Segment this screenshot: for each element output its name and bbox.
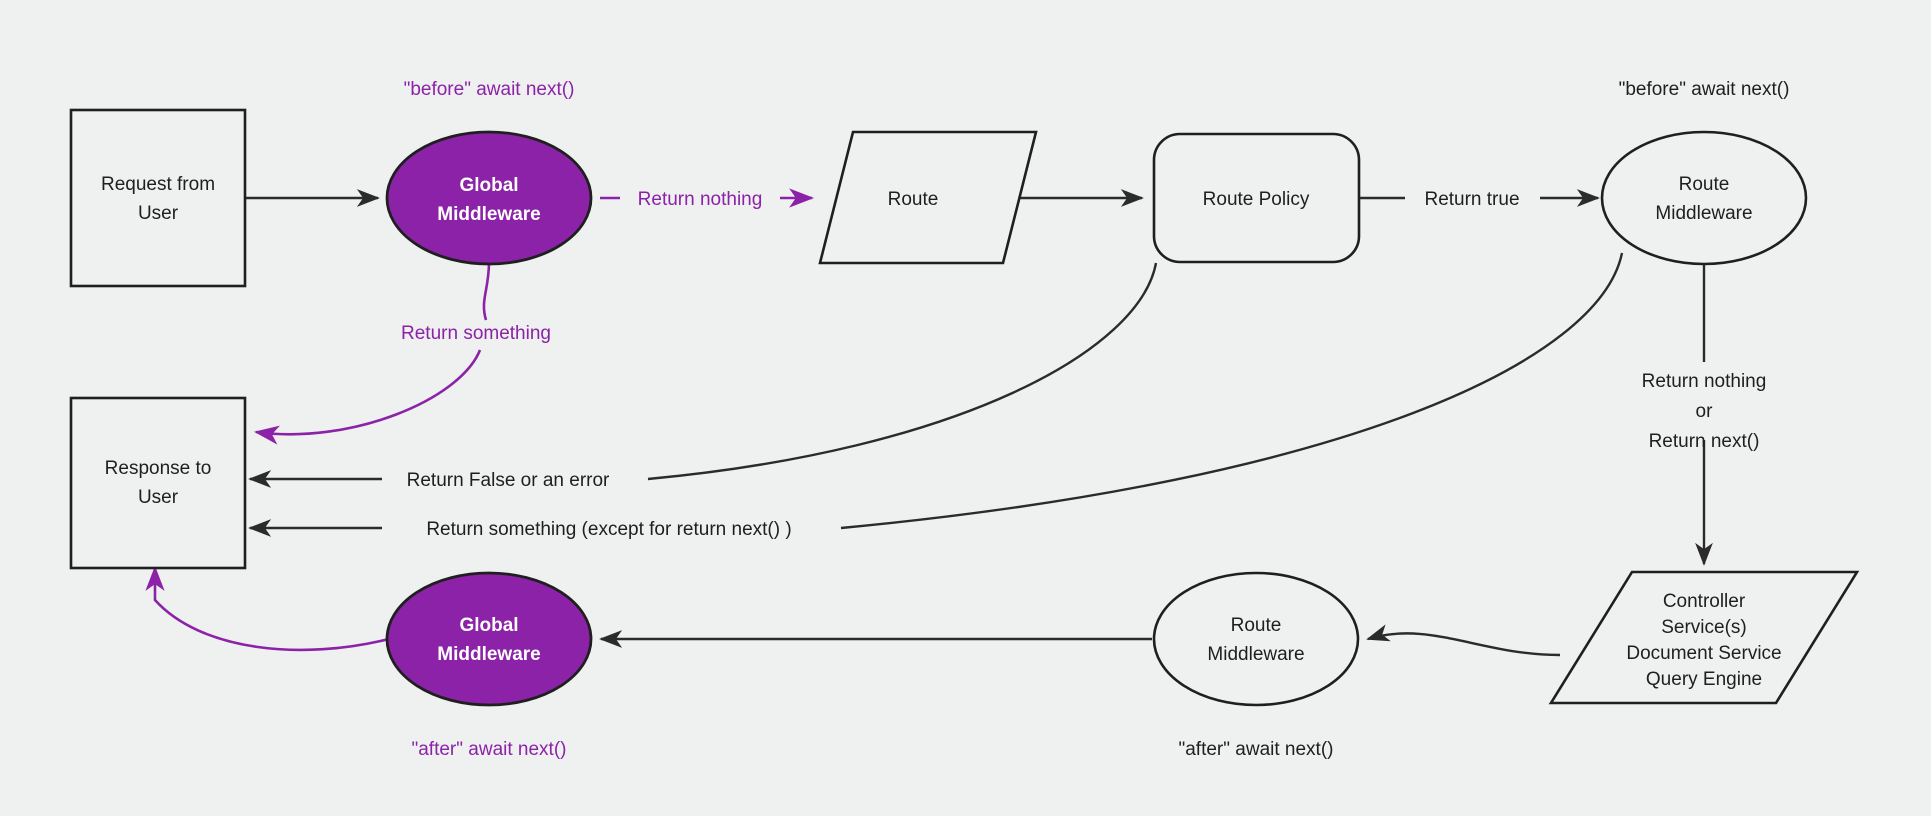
node-global-middleware-bottom-label-line2: Middleware [437,644,540,665]
node-route-label: Route [888,189,939,210]
node-global-middleware-top[interactable]: Global Middleware [385,130,593,266]
edge-global-to-response-lower [253,349,482,445]
edge-global-bottom-to-response [145,565,394,652]
edge-controller-to-route-middleware-bottom [1366,624,1561,657]
edge-global-to-response-upper [482,261,491,321]
node-route-middleware-bottom[interactable]: Route Middleware [1152,571,1360,707]
node-route-middleware-top-label-line1: Route [1679,174,1730,195]
node-route[interactable]: Route [818,130,1038,265]
annotation-before-await-next-route: "before" await next() [1619,79,1790,100]
node-route-policy[interactable]: Route Policy [1152,132,1361,264]
node-controller-services[interactable]: Controller Service(s) Document Service Q… [1548,570,1860,705]
node-request-from-user[interactable]: Request from User [69,108,247,288]
edge-label-return-nothing-or-next-line3: Return next() [1649,431,1760,452]
edge-label-return-nothing-or-next-line2: or [1696,401,1714,422]
annotation-after-await-next-route: "after" await next() [1179,739,1334,760]
node-response-label-line2: User [138,487,179,508]
node-route-policy-label: Route Policy [1203,189,1310,210]
node-route-middleware-top-label-line2: Middleware [1655,203,1752,224]
node-global-middleware-bottom-label-line1: Global [459,615,518,636]
node-route-middleware-bottom-label-line1: Route [1231,615,1282,636]
node-global-middleware-bottom[interactable]: Global Middleware [385,571,593,707]
edge-label-return-nothing-or-next-line1: Return nothing [1642,371,1767,392]
edge-label-return-nothing: Return nothing [638,189,763,210]
edge-label-return-false-or-error: Return False or an error [407,470,610,491]
node-controller-label-line3: Document Service [1626,643,1781,664]
edge-label-return-true: Return true [1424,189,1519,210]
edge-route-middleware-to-response-curve [840,252,1624,530]
node-global-middleware-top-label-line1: Global [459,175,518,196]
node-response-to-user[interactable]: Response to User [69,396,247,570]
edge-policy-to-response-curve [647,262,1158,481]
node-response-label-line1: Response to [105,458,212,479]
node-controller-label-line4: Query Engine [1646,669,1762,690]
node-route-middleware-top[interactable]: Route Middleware [1600,130,1808,266]
node-request-label-line1: Request from [101,174,215,195]
annotation-after-await-next-global: "after" await next() [412,739,567,760]
edge-label-return-something-except: Return something (except for return next… [426,519,791,540]
node-request-label-line2: User [138,203,179,224]
edge-label-return-something: Return something [401,323,551,344]
node-controller-label-line1: Controller [1663,591,1746,612]
node-global-middleware-top-label-line2: Middleware [437,204,540,225]
node-controller-label-line2: Service(s) [1661,617,1747,638]
node-route-middleware-bottom-label-line2: Middleware [1207,644,1304,665]
annotation-before-await-next-global: "before" await next() [404,79,575,100]
